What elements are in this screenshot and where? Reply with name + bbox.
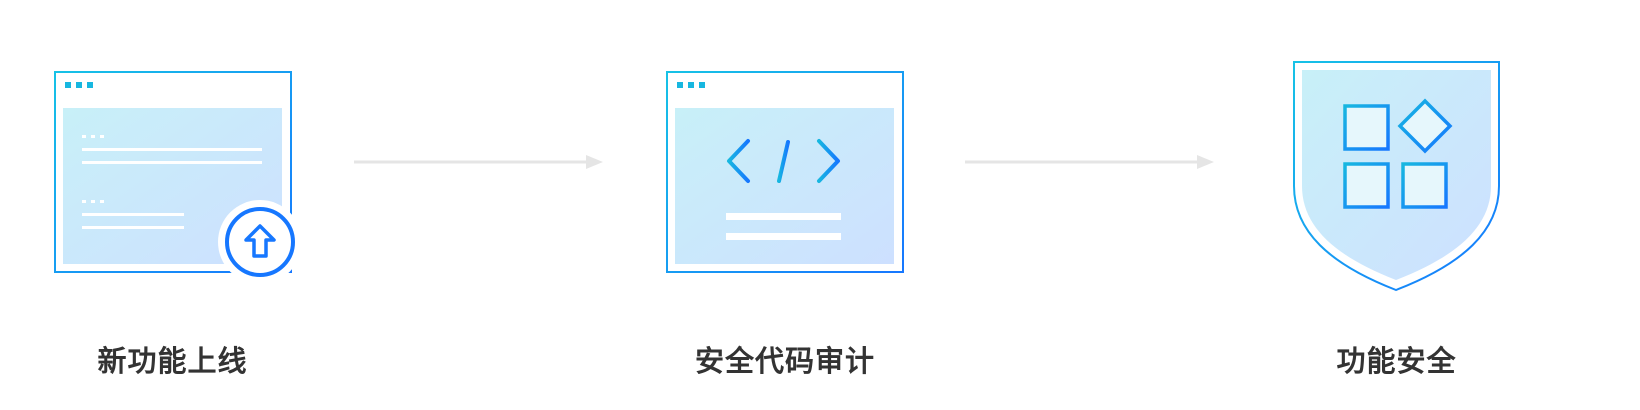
arrow-right-icon	[354, 155, 603, 169]
shield-apps-icon	[1293, 61, 1500, 292]
step-label-feature-security: 功能安全	[1336, 344, 1457, 378]
arrow-right-icon	[965, 155, 1214, 169]
browser-window-code-icon	[666, 71, 904, 273]
step-label-code-audit: 安全代码审计	[694, 344, 875, 378]
browser-window-upload-icon	[54, 71, 302, 284]
step-label-new-feature: 新功能上线	[97, 344, 248, 378]
